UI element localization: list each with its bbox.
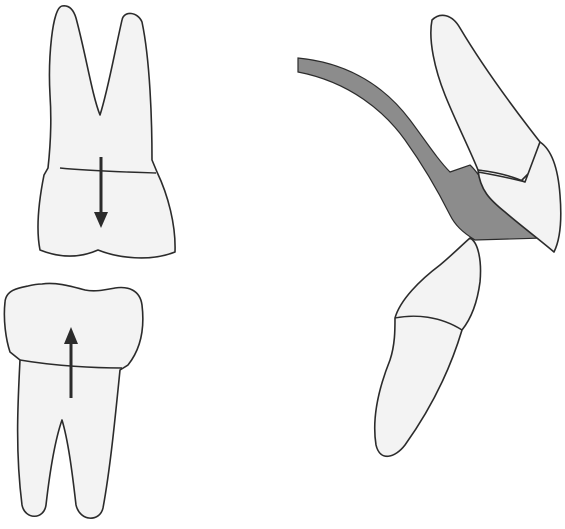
lower-molar bbox=[4, 283, 142, 518]
upper-incisor-root bbox=[431, 15, 540, 182]
lower-incisor-outline bbox=[375, 238, 481, 456]
lower-incisor bbox=[375, 238, 481, 456]
lower-molar-outline bbox=[4, 283, 142, 518]
upper-molar-outline bbox=[38, 6, 175, 258]
upper-molar bbox=[38, 6, 175, 258]
